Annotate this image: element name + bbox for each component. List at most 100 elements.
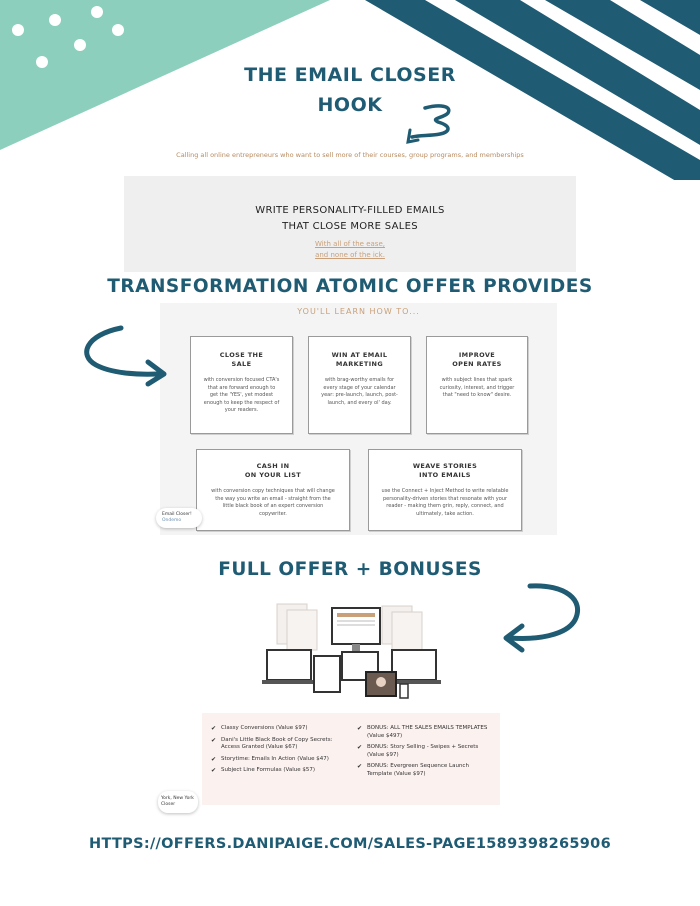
popup-line: Email Closer! [162, 512, 192, 517]
tablet [313, 655, 341, 693]
video-screen [365, 671, 397, 697]
popup-line: Closer [161, 802, 176, 807]
offer-item: ✔ Storytime: Emails In Action (Value $47) [211, 756, 351, 764]
card-title-line: WEAVE STORIES [412, 462, 478, 470]
check-icon: ✔ [357, 725, 363, 732]
card-title: CASH IN ON YOUR LIST [197, 462, 349, 480]
learn-card: CLOSE THE SALE with conversion focused C… [190, 336, 293, 434]
check-icon: ✔ [357, 744, 363, 751]
monitor-content [337, 620, 375, 622]
hero-panel: WRITE PERSONALITY-FILLED EMAILS THAT CLO… [124, 176, 576, 272]
offer-list-right: ✔ BONUS: ALL THE SALES EMAILS TEMPLATES (… [357, 725, 492, 782]
title-line-1: THE EMAIL CLOSER [244, 64, 456, 86]
offer-list-left: ✔ Classy Conversions (Value $97) ✔ Dani's … [211, 725, 351, 779]
check-icon: ✔ [211, 767, 217, 774]
laptop-screen [266, 649, 312, 681]
card-title-line: ON YOUR LIST [244, 471, 302, 479]
hero-tagline-line-2: and none of the ick. [315, 251, 385, 259]
card-title-line: CLOSE THE [219, 351, 264, 359]
check-icon: ✔ [211, 725, 217, 732]
transformation-heading: TRANSFORMATION ATOMIC OFFER PROVIDES [107, 276, 593, 297]
arrow-curved-right-icon [84, 325, 167, 387]
hero-headline-line-1: WRITE PERSONALITY-FILLED EMAILS [255, 205, 445, 216]
decor-dot [112, 24, 124, 36]
phone [399, 683, 409, 699]
check-icon: ✔ [357, 763, 363, 770]
learn-card: WEAVE STORIES INTO EMAILS use the Connec… [368, 449, 522, 531]
check-icon: ✔ [211, 755, 217, 763]
laptop-screen [391, 649, 437, 681]
transformation-panel: YOU'LL LEARN HOW TO... CLOSE THE SALE wi… [156, 303, 557, 535]
popup-line: Ondemo [162, 518, 182, 523]
hero-tagline: With all of the ease, and none of the ic… [124, 239, 576, 261]
monitor-stand [352, 644, 360, 652]
teal-stripe [640, 0, 700, 35]
notification-popup[interactable]: York, New York Closer [158, 791, 198, 813]
monitor-content [337, 624, 375, 626]
hero-tagline-line-1: With all of the ease, [315, 240, 385, 248]
page-title: THE EMAIL CLOSER HOOK [200, 60, 500, 120]
card-title-line: SALE [231, 360, 252, 368]
offer-item-label: Storytime: Emails In Action (Value $47) [221, 755, 329, 762]
title-line-2: HOOK [317, 94, 383, 116]
card-body: use the Connect + Inject Method to write… [381, 488, 509, 517]
card-body: with conversion focused CTA's that are f… [203, 377, 280, 413]
hero-headline: WRITE PERSONALITY-FILLED EMAILS THAT CLO… [124, 203, 576, 235]
card-body: with brag-worthy emails for every stage … [321, 377, 398, 406]
check-icon: ✔ [211, 736, 217, 744]
learn-card: IMPROVE OPEN RATES with subject lines th… [426, 336, 528, 434]
card-title-line: IMPROVE [458, 351, 496, 359]
decor-dot [49, 14, 61, 26]
footer-url[interactable]: HTTPS://OFFERS.DANIPAIGE.COM/SALES-PAGE1… [89, 836, 611, 852]
offer-item-label: BONUS: ALL THE SALES EMAILS TEMPLATES (V… [367, 725, 488, 739]
offer-item: ✔ BONUS: ALL THE SALES EMAILS TEMPLATES (… [357, 725, 492, 740]
card-title: WEAVE STORIES INTO EMAILS [369, 462, 521, 480]
workbook-page [286, 609, 318, 651]
squiggle-arrow-icon [406, 104, 451, 144]
offer-item-label: Classy Conversions (Value $97) [221, 725, 308, 731]
laptop-base [387, 680, 441, 684]
card-title-line: WIN AT EMAIL [331, 351, 388, 359]
decor-dot [91, 6, 103, 18]
offer-item: ✔ Subject Line Formulas (Value $57) [211, 767, 351, 775]
decor-dot [12, 24, 24, 36]
popup-line: York, New York [161, 796, 194, 801]
decor-dot [36, 56, 48, 68]
offer-item: ✔ Dani's Little Black Book of Copy Secret… [211, 737, 351, 752]
presenter-face [376, 677, 386, 687]
offer-heading: FULL OFFER + BONUSES [218, 559, 482, 580]
card-title: WIN AT EMAIL MARKETING [309, 351, 410, 369]
notification-popup[interactable]: Email Closer! Ondemo [156, 508, 202, 528]
card-title: IMPROVE OPEN RATES [427, 351, 527, 369]
hero-headline-line-2: THAT CLOSE MORE SALES [282, 221, 418, 232]
header-decoration [0, 0, 700, 180]
offer-item-label: BONUS: Story Selling - Swipes + Secrets … [367, 744, 479, 758]
learn-label: YOU'LL LEARN HOW TO... [297, 307, 420, 316]
card-title-line: MARKETING [335, 360, 384, 368]
offer-panel: ✔ Classy Conversions (Value $97) ✔ Dani's … [202, 713, 500, 805]
laptop-base [262, 680, 316, 684]
decor-dot [74, 39, 86, 51]
card-title-line: INTO EMAILS [419, 471, 471, 479]
teal-stripe [545, 0, 700, 90]
offer-item-label: Subject Line Formulas (Value $57) [221, 767, 316, 773]
offer-item-label: Dani's Little Black Book of Copy Secrets… [221, 736, 333, 751]
offer-item: ✔ BONUS: Evergreen Sequence Launch Templa… [357, 763, 492, 778]
card-body: with subject lines that spark curiosity,… [439, 377, 515, 398]
offer-item: ✔ BONUS: Story Selling - Swipes + Secrets… [357, 744, 492, 759]
card-title-line: OPEN RATES [452, 360, 502, 368]
teal-stripe [455, 0, 700, 145]
card-title-line: CASH IN [256, 462, 290, 470]
learn-card: WIN AT EMAIL MARKETING with brag-worthy … [308, 336, 411, 434]
mint-triangle [0, 0, 330, 150]
monitor-content [337, 613, 375, 617]
learn-card: CASH IN ON YOUR LIST with conversion cop… [196, 449, 350, 531]
card-title: CLOSE THE SALE [191, 351, 292, 369]
offer-item: ✔ Classy Conversions (Value $97) [211, 725, 351, 733]
offer-item-label: BONUS: Evergreen Sequence Launch Templat… [367, 763, 469, 777]
card-body: with conversion copy techniques that wil… [211, 488, 335, 517]
teal-stripe [365, 0, 700, 180]
arrow-curved-left-icon [503, 583, 581, 653]
workbook-page [391, 611, 423, 651]
product-mockup-image [262, 603, 441, 699]
